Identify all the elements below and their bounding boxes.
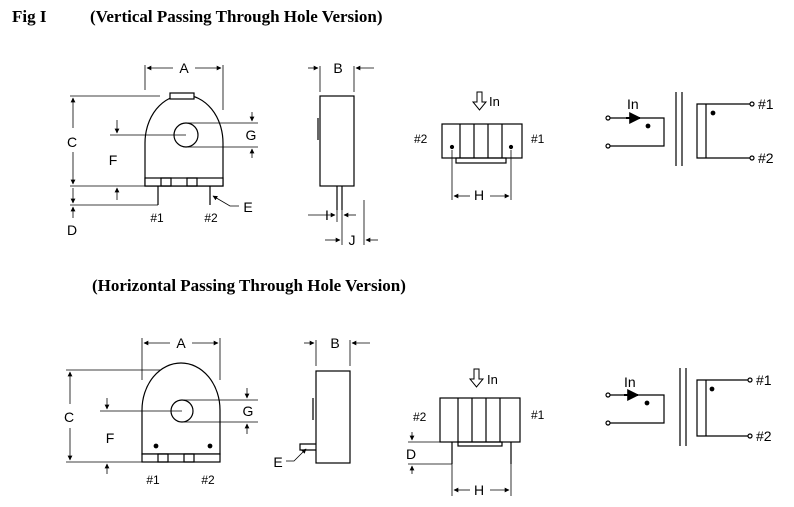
v-label-d: D	[67, 222, 77, 238]
h-label-g: G	[243, 403, 254, 419]
horizontal-front-view	[66, 338, 258, 474]
h-label-b: B	[330, 335, 339, 351]
h-label-e: E	[273, 454, 282, 470]
v-label-e: E	[243, 199, 252, 215]
h-top-pin2: #2	[413, 410, 427, 424]
h-front-pin1: #1	[146, 473, 160, 487]
v-top-pin1: #1	[531, 132, 545, 146]
horizontal-version-title: (Horizontal Passing Through Hole Version…	[92, 276, 406, 295]
h-schematic-current: In	[624, 374, 636, 390]
h-label-d: D	[406, 446, 416, 462]
horizontal-top-view	[408, 368, 521, 496]
horizontal-schematic	[605, 368, 753, 446]
horizontal-side-view	[286, 340, 370, 464]
v-label-f: F	[109, 152, 118, 168]
vertical-schematic	[605, 92, 755, 166]
h-label-c: C	[64, 409, 74, 425]
h-label-a: A	[176, 335, 186, 351]
v-label-b: B	[333, 60, 342, 76]
h-current-label: In	[487, 372, 498, 387]
v-top-pin2: #2	[414, 132, 428, 146]
v-schematic-pin2: #2	[758, 150, 774, 166]
v-label-h: H	[474, 187, 484, 203]
h-schematic-pin1: #1	[756, 372, 772, 388]
figure-label: Fig I	[12, 7, 47, 26]
vertical-version-title: (Vertical Passing Through Hole Version)	[90, 7, 383, 26]
vertical-top-view	[441, 91, 523, 200]
v-label-g: G	[246, 127, 257, 143]
v-schematic-current: In	[627, 96, 639, 112]
h-top-pin1: #1	[531, 408, 545, 422]
vertical-side-view	[308, 65, 378, 245]
v-front-pin2: #2	[204, 211, 218, 225]
v-schematic-pin1: #1	[758, 96, 774, 112]
v-label-j: J	[349, 232, 356, 248]
h-label-f: F	[106, 430, 115, 446]
vertical-front-view	[70, 65, 258, 218]
v-current-label: In	[489, 94, 500, 109]
v-label-c: C	[67, 134, 77, 150]
h-label-h: H	[474, 482, 484, 498]
v-label-a: A	[179, 60, 189, 76]
h-schematic-pin2: #2	[756, 428, 772, 444]
v-label-i: I	[325, 207, 329, 223]
v-front-pin1: #1	[150, 211, 164, 225]
h-front-pin2: #2	[201, 473, 215, 487]
